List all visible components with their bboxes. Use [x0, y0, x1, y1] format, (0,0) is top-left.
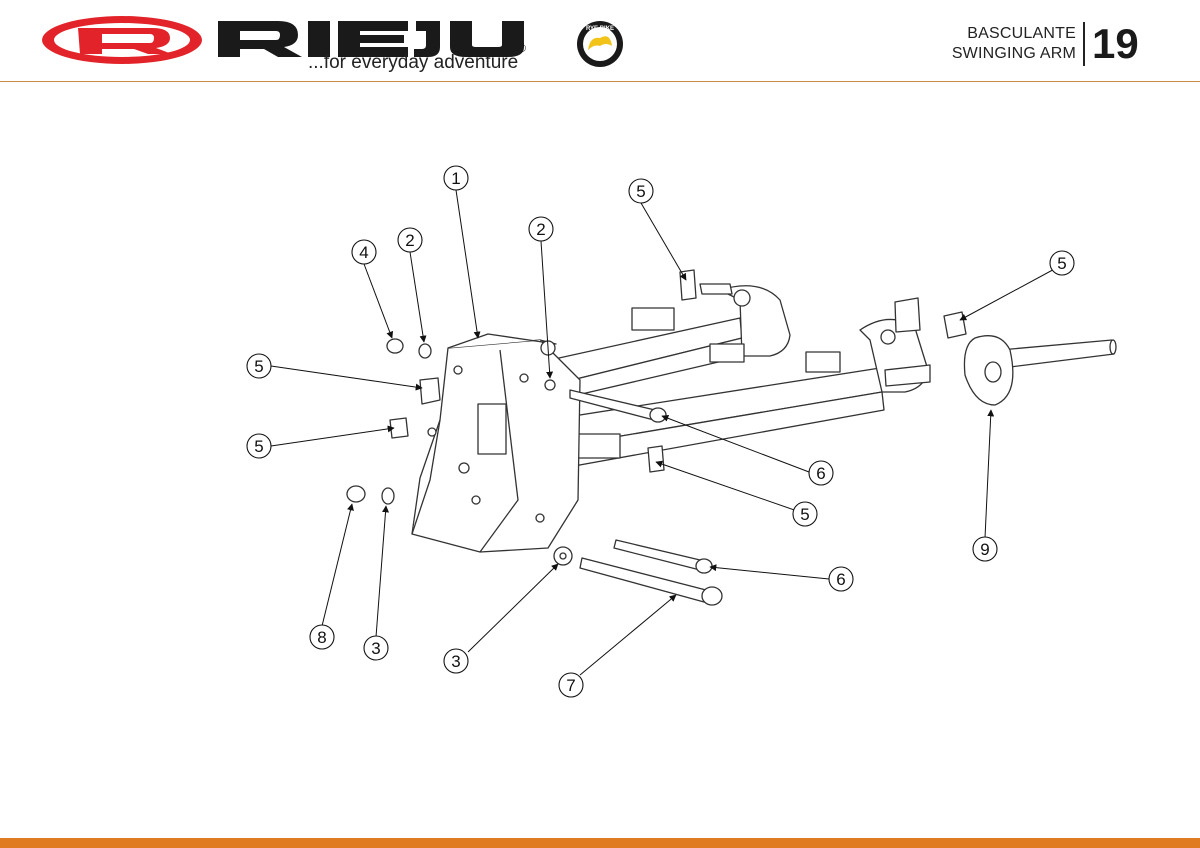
clip-nuts [389, 269, 967, 473]
bolt-6-lower [613, 539, 713, 574]
rye-bike-badge: RYE BIKE [577, 21, 623, 67]
callout-circle [397, 227, 423, 253]
rieju-logo: ® [42, 16, 526, 64]
callout-circle [828, 566, 854, 592]
swing-arm-upper-beam [549, 283, 791, 401]
callout-label: 5 [254, 437, 263, 456]
callout-circle [628, 178, 654, 204]
swinging-arm-exploded-diagram: 1 2 2 4 5 5 5 5 5 6 6 7 3 3 8 9 [246, 165, 1117, 698]
leader-lines [270, 189, 1061, 676]
callout-circle [528, 216, 554, 242]
title-english: SWINGING ARM [951, 45, 1076, 62]
callout-circle [351, 239, 377, 265]
title-spanish: BASCULANTE [967, 25, 1076, 42]
callout-circle [246, 433, 272, 459]
brand-tagline: ...for everyday adventure [308, 52, 519, 73]
title-separator [1083, 22, 1085, 66]
nuts-and-washers [346, 338, 573, 566]
callout-circle [246, 353, 272, 379]
callout-circle [972, 536, 998, 562]
registered-mark: ® [518, 43, 526, 55]
callout-label: 9 [980, 540, 989, 559]
footer-accent-bar [0, 838, 1200, 848]
header-divider [0, 81, 1200, 82]
callout-label: 7 [566, 676, 575, 695]
callout-circle [558, 672, 584, 698]
callout-circle [443, 165, 469, 191]
callout-label: 5 [636, 182, 645, 201]
callout-circle [443, 648, 469, 674]
callout-circle [1049, 250, 1075, 276]
callout-label: 6 [816, 464, 825, 483]
callout-label: 5 [1057, 254, 1066, 273]
callout-label: 6 [836, 570, 845, 589]
callout-label: 4 [359, 243, 368, 262]
callout-label: 8 [317, 628, 326, 647]
callout-circle [808, 460, 834, 486]
page-header: ® ...for everyday adventure RYE BIKE BAS… [0, 0, 1200, 82]
callout-circle [792, 501, 818, 527]
callout-label: 2 [536, 220, 545, 239]
callout-group: 1 2 2 4 5 5 5 5 5 6 6 7 3 3 8 9 [246, 165, 1075, 698]
callout-label: 3 [451, 652, 460, 671]
swing-arm-pivot-plate [411, 333, 581, 553]
callout-label: 1 [451, 169, 460, 188]
callout-label: 3 [371, 639, 380, 658]
bolt-7 [579, 557, 723, 606]
page-number: 19 [1092, 20, 1139, 67]
badge-text: RYE BIKE [586, 26, 614, 32]
callout-label: 2 [405, 231, 414, 250]
callout-label: 5 [800, 505, 809, 524]
wheel-axle [963, 335, 1117, 406]
callout-circle [309, 624, 335, 650]
section-title: BASCULANTE SWINGING ARM [952, 24, 1076, 64]
callout-label: 5 [254, 357, 263, 376]
callout-circle [363, 635, 389, 661]
